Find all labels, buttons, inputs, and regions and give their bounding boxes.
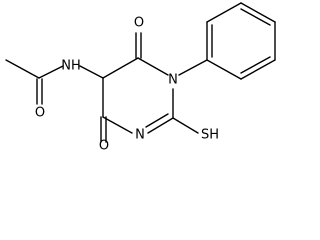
- bond-phenyl-5: [240, 59, 276, 80]
- atom-o-bottom: O: [99, 139, 109, 153]
- bond-methyl-carbonyl: [5, 59, 40, 79]
- atom-nh: NH: [61, 59, 81, 74]
- bond-c6-n1: [137, 57, 169, 76]
- bonds: [5, 2, 276, 143]
- bond-n1-phenyl: [178, 59, 208, 76]
- bond-phenyl-3: [240, 2, 276, 23]
- bond-phenyl-2: [206, 2, 242, 23]
- atom-o-acetyl: O: [35, 106, 45, 121]
- bond-c5-c6: [102, 57, 139, 79]
- chemical-structure: NH O O N O N SH: [5, 2, 276, 153]
- bond-phenyl-5b: [240, 56, 271, 74]
- atom-o-top: O: [134, 16, 144, 31]
- bond-nh-c5: [79, 65, 104, 79]
- bond-c2-n3-1: [147, 117, 174, 134]
- atom-n-bottom: N: [135, 128, 145, 143]
- atom-n-ring: N: [168, 73, 178, 88]
- atom-sh: SH: [201, 128, 219, 143]
- atom-labels: NH O O N O N SH: [35, 16, 219, 153]
- bond-c2-sh: [172, 117, 199, 134]
- bond-n3-c4: [102, 116, 133, 134]
- bond-phenyl-3b: [240, 8, 271, 26]
- bond-carbonyl-nh: [38, 65, 64, 79]
- bond-phenyl-6: [206, 59, 242, 80]
- bond-c2-n3-2: [145, 113, 169, 128]
